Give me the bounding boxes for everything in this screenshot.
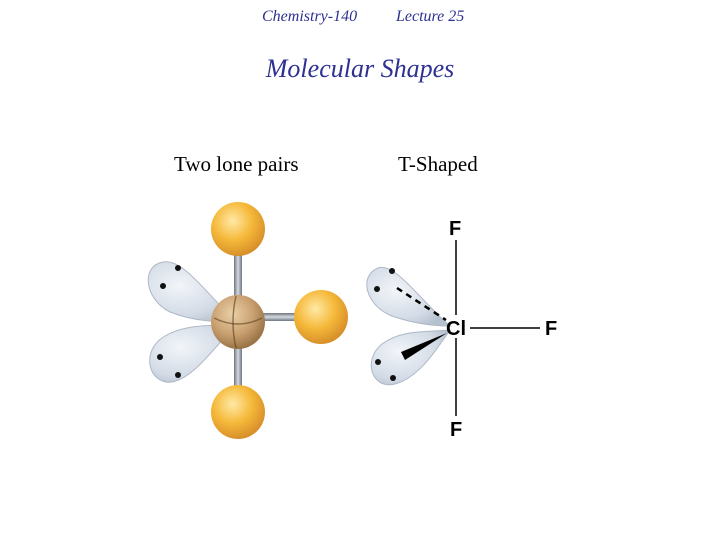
ligand-atom-bottom (211, 385, 265, 439)
slide-title: Molecular Shapes (265, 54, 455, 83)
bond-right (262, 313, 302, 321)
electron-dot (375, 359, 381, 365)
electron-dot (390, 375, 396, 381)
ligand-atom-top (211, 202, 265, 256)
electron-dot (389, 268, 395, 274)
lone-pair-lobe-lower (149, 323, 240, 383)
electron-dot (374, 286, 380, 292)
course-label: Chemistry-140 (262, 8, 358, 25)
dashed-bond (396, 286, 447, 322)
electron-dot (160, 283, 166, 289)
t-shaped-structure: F Cl F F (366, 218, 557, 441)
bond-top (234, 250, 242, 300)
electron-dot (175, 372, 181, 378)
bond-bottom (234, 345, 242, 393)
electron-dot (175, 265, 181, 271)
t-shaped-label: T-Shaped (398, 152, 478, 176)
fluorine-right-symbol: F (545, 318, 557, 340)
fluorine-top-symbol: F (449, 218, 461, 240)
central-atom (211, 295, 265, 349)
wedge-bond (401, 333, 447, 360)
ligand-atom-right (294, 290, 348, 344)
two-lone-pairs-label: Two lone pairs (174, 152, 299, 176)
chlorine-symbol: Cl (446, 318, 466, 340)
electron-dot (157, 354, 163, 360)
ball-stick-model (147, 202, 348, 439)
fluorine-bottom-symbol: F (450, 419, 462, 441)
lecture-label: Lecture 25 (396, 8, 465, 25)
